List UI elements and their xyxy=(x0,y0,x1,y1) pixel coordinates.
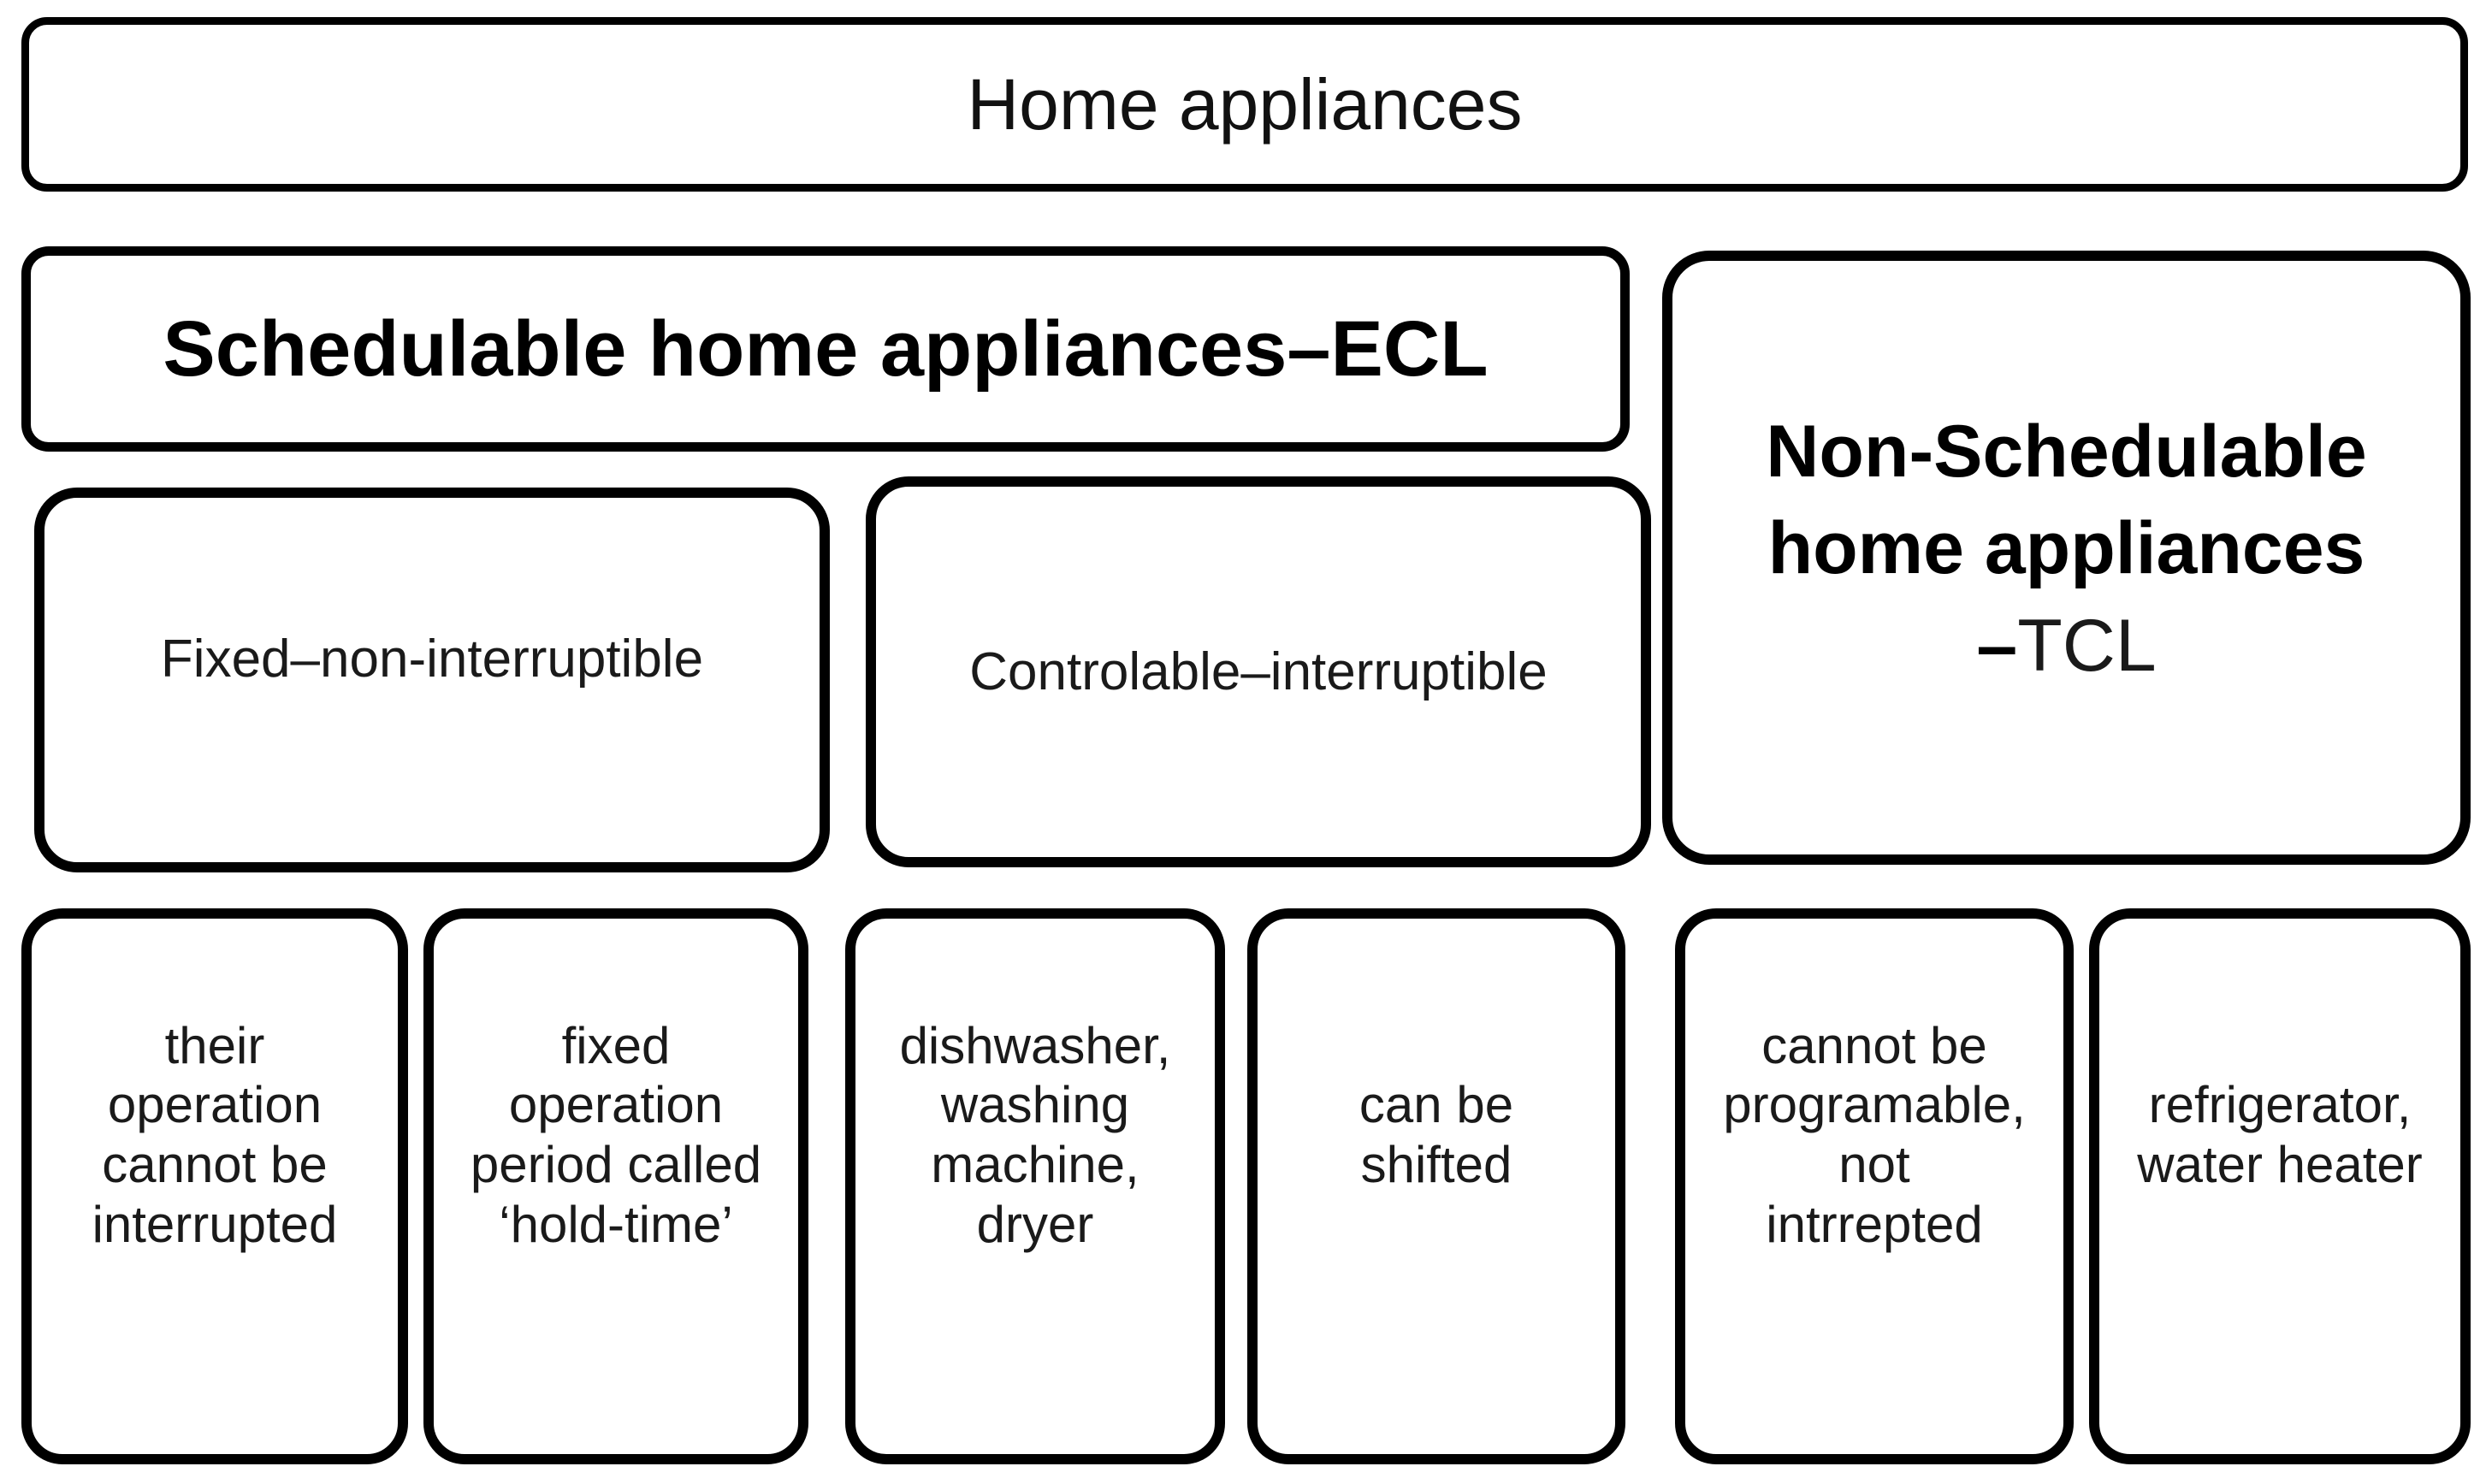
fixed-hold-time-text: fixed operation period called ‘hold-time… xyxy=(470,1016,762,1253)
schedulable-ecl-box: Schedulable home appliances–ECL xyxy=(21,246,1630,452)
non-schedulable-title-line1: Non-Schedulable xyxy=(1766,410,2367,493)
fixed-description-text: their operation cannot be interrupted xyxy=(92,1016,338,1253)
non-schedulable-tcl-box: Non-Schedulable home appliances –TCL xyxy=(1662,251,2471,865)
fixed-hold-time-box: fixed operation period called ‘hold-time… xyxy=(423,908,808,1464)
non-schedulable-examples-box: refrigerator, water heater xyxy=(2089,908,2471,1464)
controlable-interruptible-label: Controlable–interruptible xyxy=(969,642,1548,701)
controlable-description-text: can be shifted xyxy=(1358,1076,1514,1193)
non-schedulable-dash: – xyxy=(1976,604,2018,687)
non-schedulable-description-box: cannot be programable, not intrrepted xyxy=(1675,908,2074,1464)
home-appliances-box: Home appliances xyxy=(21,17,2468,192)
fixed-non-interruptible-box: Fixed–non-interruptible xyxy=(34,488,830,872)
controlable-description-box: can be shifted xyxy=(1247,908,1625,1464)
non-schedulable-description-text: cannot be programable, not intrrepted xyxy=(1723,1016,2026,1253)
fixed-description-box: their operation cannot be interrupted xyxy=(21,908,408,1464)
controlable-examples-text: dishwasher, washing machine, dryer xyxy=(899,1016,1171,1253)
controlable-examples-box: dishwasher, washing machine, dryer xyxy=(845,908,1225,1464)
controlable-interruptible-box: Controlable–interruptible xyxy=(866,476,1651,867)
non-schedulable-examples-text: refrigerator, water heater xyxy=(2137,1076,2423,1193)
non-schedulable-acronym: TCL xyxy=(2017,604,2157,687)
fixed-non-interruptible-label: Fixed–non-interruptible xyxy=(160,629,704,689)
home-appliances-label: Home appliances xyxy=(967,63,1523,145)
schedulable-ecl-label: Schedulable home appliances–ECL xyxy=(163,304,1489,393)
non-schedulable-title-line2: home appliances xyxy=(1767,507,2365,590)
non-schedulable-acronym-line: –TCL xyxy=(1976,598,2156,695)
